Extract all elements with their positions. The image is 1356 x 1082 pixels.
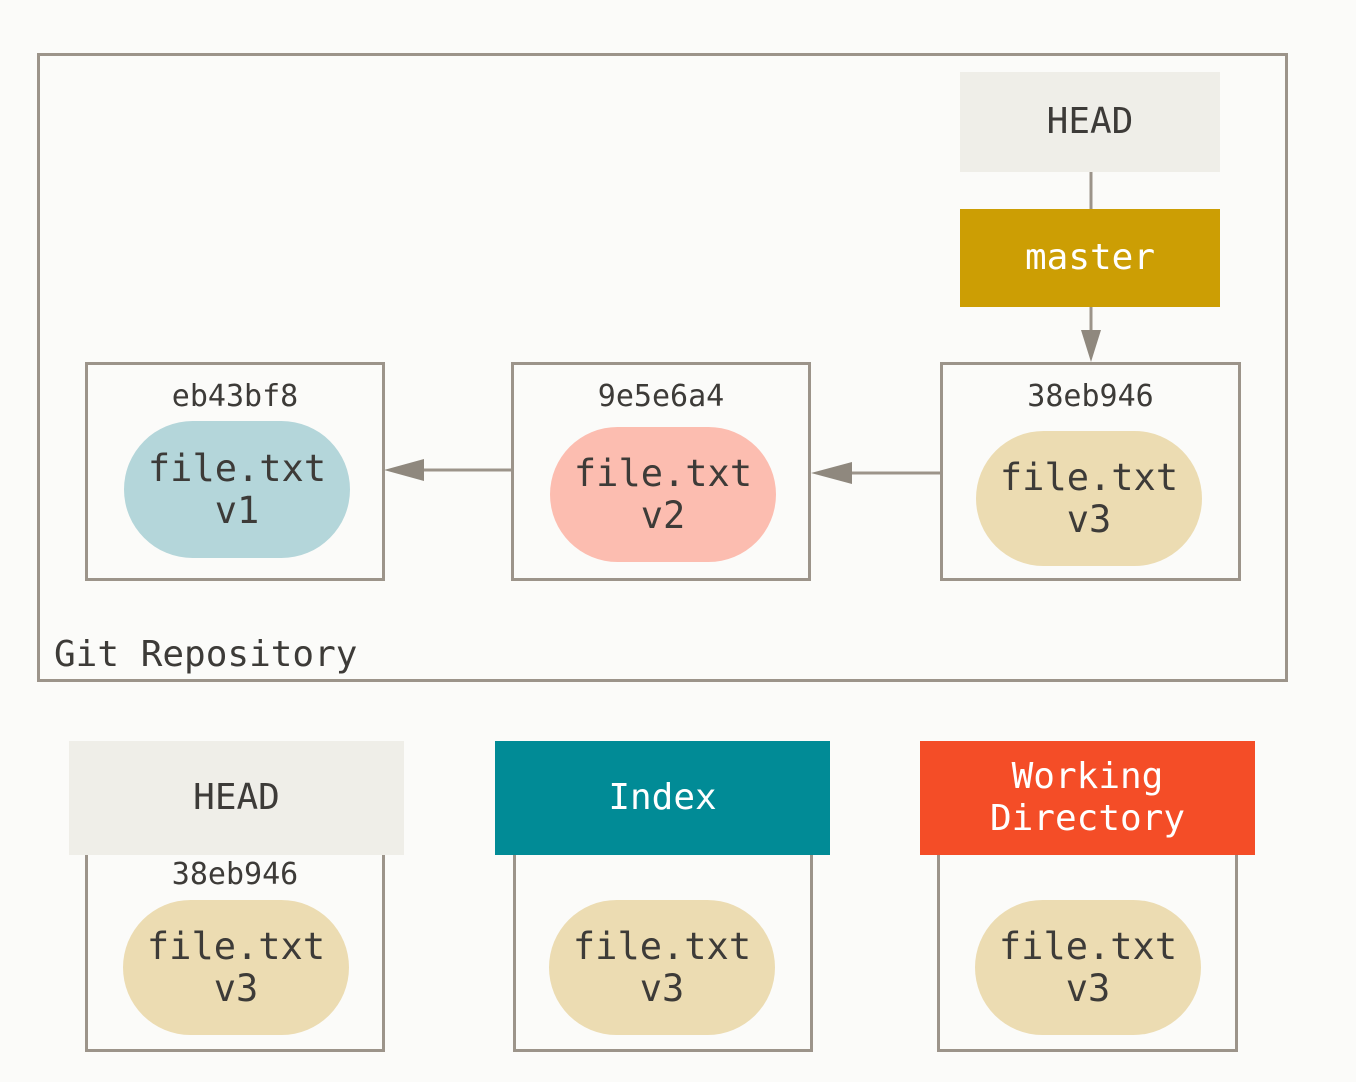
file-name: file.txt bbox=[573, 451, 753, 495]
file-name: file.txt bbox=[999, 455, 1179, 499]
file-name: file.txt bbox=[147, 446, 327, 490]
file-blob: file.txt v2 bbox=[550, 427, 776, 562]
git-repository-frame bbox=[37, 53, 1288, 682]
file-version: v2 bbox=[640, 493, 686, 537]
commit-hash: 9e5e6a4 bbox=[597, 379, 725, 414]
head-tree-title: HEAD bbox=[193, 777, 280, 818]
head-ref: HEAD bbox=[960, 72, 1220, 172]
file-version: v3 bbox=[213, 966, 259, 1010]
head-tree-header: HEAD bbox=[69, 741, 404, 855]
file-version: v3 bbox=[639, 966, 685, 1010]
master-to-commit-arrowhead bbox=[1081, 330, 1101, 362]
head-tree-file-blob: file.txt v3 bbox=[123, 900, 349, 1035]
working-directory-tree-header: Working Directory bbox=[920, 741, 1255, 855]
file-version: v1 bbox=[214, 488, 260, 532]
commit-box-3: 38eb946 file.txt v3 bbox=[940, 362, 1241, 581]
commit3-to-commit2-arrowhead bbox=[811, 462, 852, 484]
file-version: v3 bbox=[1065, 966, 1111, 1010]
commit-box-1: eb43bf8 file.txt v1 bbox=[85, 362, 385, 581]
commit2-to-commit1-arrowhead bbox=[384, 459, 424, 481]
head-ref-label: HEAD bbox=[1046, 101, 1134, 142]
git-repository-label: Git Repository bbox=[54, 634, 358, 675]
index-tree-header: Index bbox=[495, 741, 830, 855]
commit-hash: 38eb946 bbox=[1027, 379, 1154, 414]
head-tree-hash: 38eb946 bbox=[171, 857, 299, 892]
index-tree-file-blob: file.txt v3 bbox=[549, 900, 775, 1035]
file-version: v3 bbox=[1066, 497, 1112, 541]
file-blob: file.txt v3 bbox=[976, 431, 1202, 566]
file-blob: file.txt v1 bbox=[124, 421, 350, 558]
commit-hash: eb43bf8 bbox=[171, 379, 299, 414]
index-tree-title: Index bbox=[608, 777, 717, 818]
file-name: file.txt bbox=[998, 924, 1178, 968]
commit-box-2: 9e5e6a4 file.txt v2 bbox=[511, 362, 811, 581]
working-directory-tree-file-blob: file.txt v3 bbox=[975, 900, 1201, 1035]
file-name: file.txt bbox=[572, 924, 752, 968]
file-name: file.txt bbox=[146, 924, 326, 968]
working-directory-tree-title: Working Directory bbox=[989, 756, 1186, 839]
master-branch-label: master bbox=[1024, 237, 1156, 278]
master-branch: master bbox=[960, 209, 1220, 307]
